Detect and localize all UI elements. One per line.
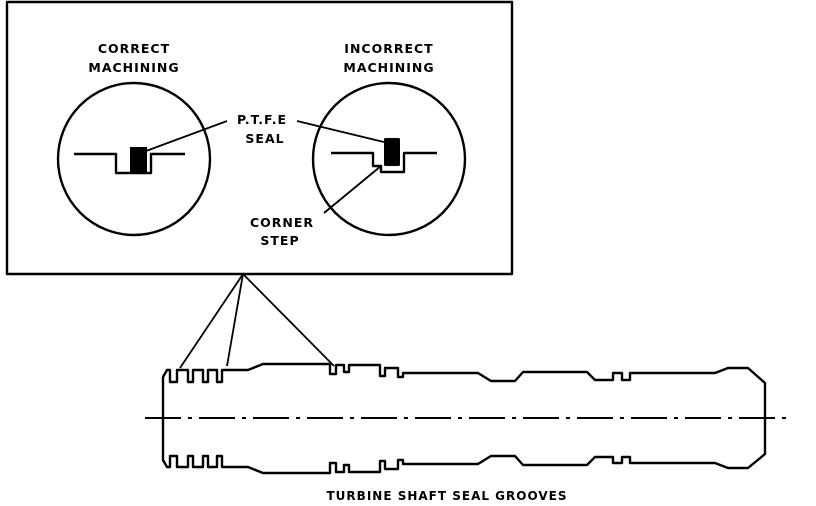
detail-inset-box	[5, 0, 514, 276]
incorrect-ptfe-seal	[384, 138, 400, 166]
corner-step-label-line1: CORNER	[250, 215, 314, 230]
correct-machining-label-line2: MACHINING	[88, 60, 179, 75]
correct-groove-profile	[74, 152, 185, 175]
incorrect-detail-circle	[311, 81, 467, 237]
correct-detail-circle	[56, 81, 212, 237]
ptfe-seal-label-line2: SEAL	[245, 131, 284, 146]
correct-machining-detail	[56, 81, 212, 237]
diagram-caption: TURBINE SHAFT SEAL GROOVES	[327, 489, 568, 503]
ptfe-seal-label-line1: P.T.F.E	[237, 112, 287, 127]
seal-leader-incorrect	[296, 120, 385, 143]
corner-step-label-line2: STEP	[260, 233, 299, 248]
corner-step-leader	[323, 165, 382, 214]
correct-ptfe-seal	[130, 147, 147, 173]
incorrect-machining-label-line1: INCORRECT	[344, 41, 433, 56]
seal-leader-correct	[145, 120, 228, 152]
shaft-outline-top	[161, 362, 767, 475]
incorrect-groove-profile	[331, 151, 437, 174]
incorrect-machining-label-line2: MACHINING	[343, 60, 434, 75]
correct-machining-label-line1: CORRECT	[98, 41, 170, 56]
incorrect-machining-detail	[311, 81, 467, 237]
callout-lines	[179, 273, 335, 369]
